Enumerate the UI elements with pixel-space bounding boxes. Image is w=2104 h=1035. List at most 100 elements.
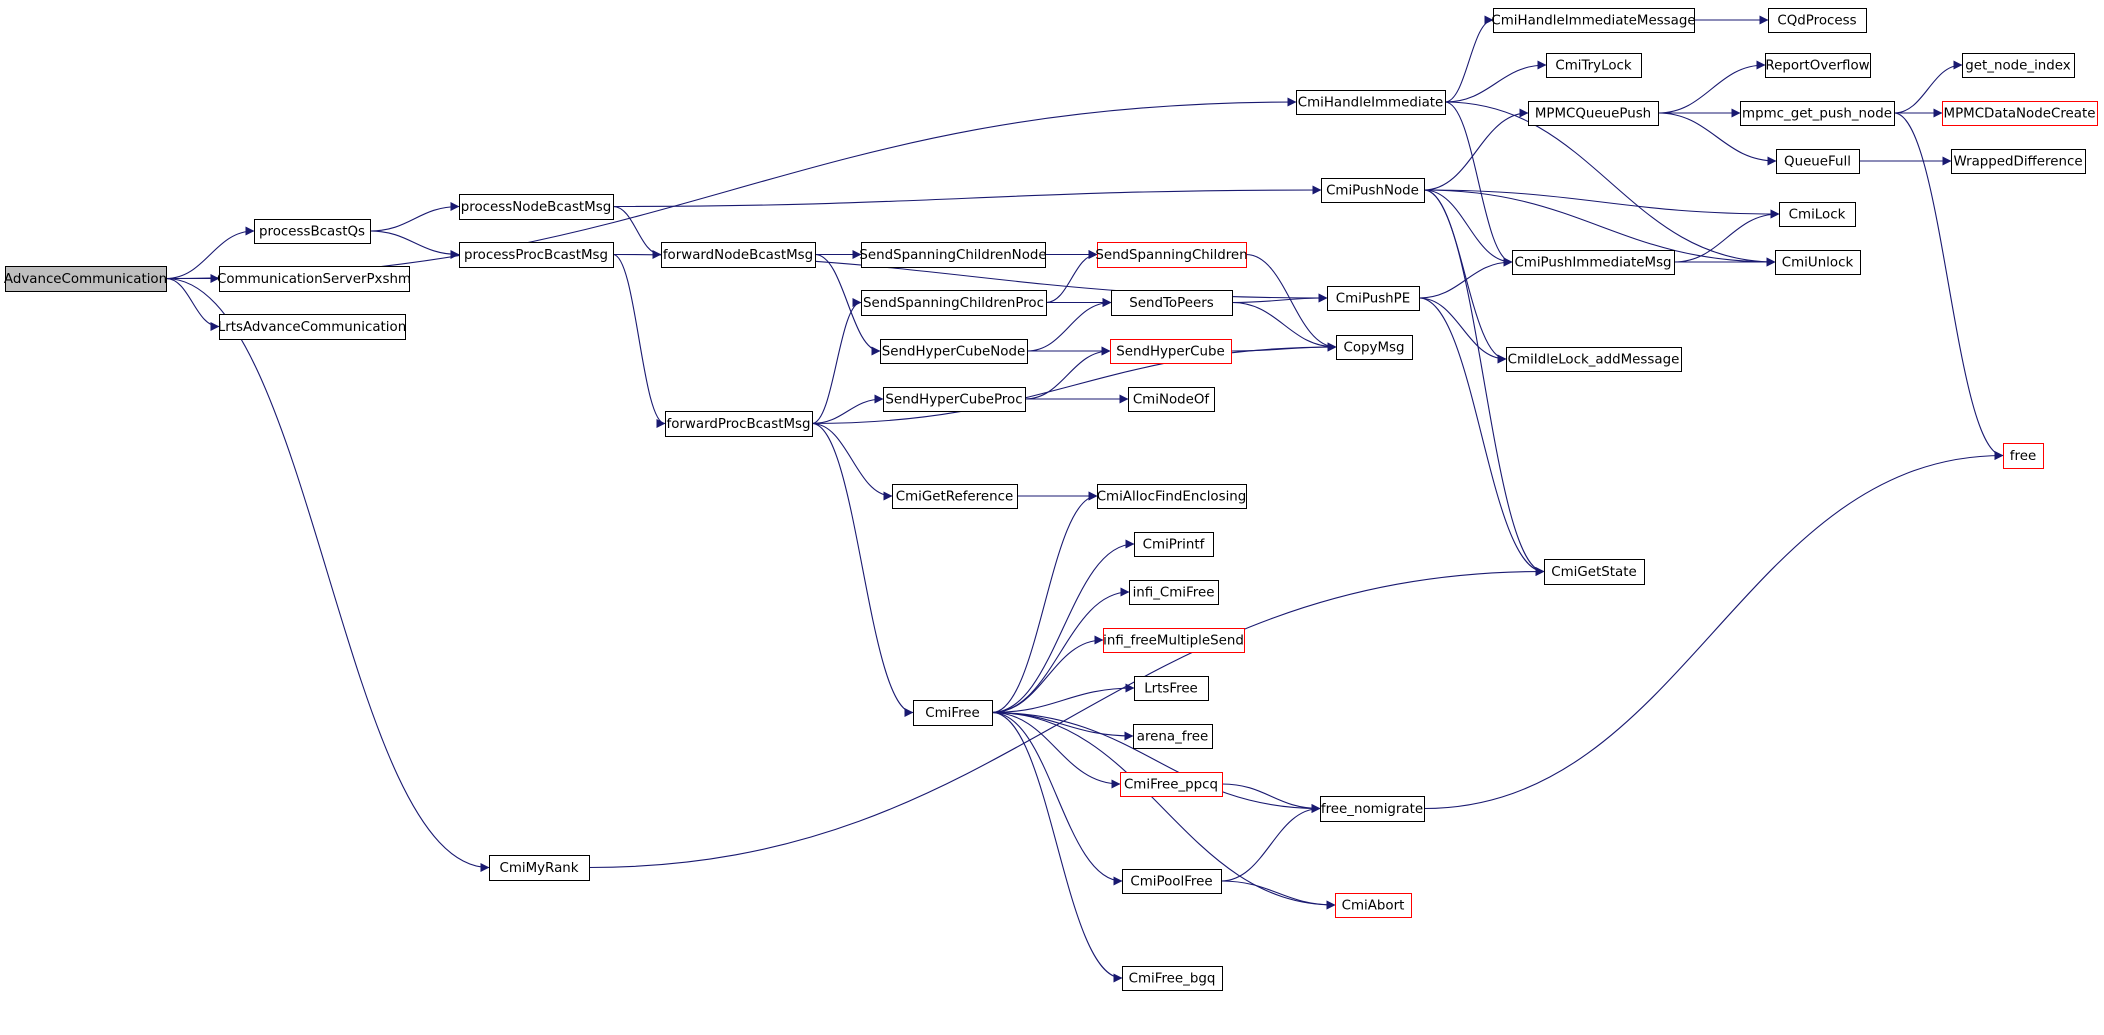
node-box	[1122, 966, 1223, 991]
node-cmi-free-bgq[interactable]: CmiFree_bgq	[1122, 966, 1223, 991]
node-free[interactable]: free	[2003, 443, 2044, 469]
node-box	[880, 339, 1028, 364]
edge-cmi-free-to-cmi-pool-free	[991, 711, 1123, 886]
edge-mpmc-gpn-to-get-node-index	[1893, 60, 1963, 114]
node-box	[219, 266, 410, 292]
node-cmi-pool-free[interactable]: CmiPoolFree	[1122, 869, 1222, 894]
node-label: CmiFree_bgq	[1129, 972, 1216, 987]
node-cmi-try-lock[interactable]: CmiTryLock	[1546, 53, 1642, 78]
node-proc-node[interactable]: processNodeBcastMsg	[459, 194, 614, 220]
node-label: CmiGetState	[1551, 565, 1636, 580]
edge-cmi-pool-free-to-free-nomig	[1220, 804, 1321, 882]
node-cqd-process[interactable]: CQdProcess	[1768, 8, 1867, 33]
node-label: free_nomigrate	[1321, 802, 1423, 817]
node-cmi-abort[interactable]: CmiAbort	[1335, 893, 1412, 918]
node-cmi-node-of[interactable]: CmiNodeOf	[1128, 387, 1215, 412]
node-cmi-printf[interactable]: CmiPrintf	[1134, 532, 1214, 557]
node-ssc-proc[interactable]: SendSpanningChildrenProc	[861, 290, 1047, 316]
node-cmi-get-ref[interactable]: CmiGetReference	[892, 484, 1018, 509]
edge-shc-node-to-send-to-peers	[1026, 298, 1112, 352]
edge-cmi-free-to-cmi-printf	[991, 539, 1135, 714]
node-lrts-free[interactable]: LrtsFree	[1134, 676, 1209, 701]
node-queue-full[interactable]: QueueFull	[1776, 149, 1860, 174]
node-label: CommunicationServerPxshm	[217, 272, 411, 287]
node-box	[1951, 149, 2086, 174]
node-cmi-lock[interactable]: CmiLock	[1779, 202, 1856, 227]
call-edges	[165, 15, 2004, 983]
node-lrts-adv[interactable]: LrtsAdvanceCommunication	[218, 314, 406, 340]
edge-send-span-to-copy-msg	[1245, 253, 1337, 352]
node-label: CmiFree_ppcq	[1124, 778, 1218, 793]
node-box	[1776, 149, 1860, 174]
node-box	[1129, 580, 1219, 605]
node-label: forwardProcBcastMsg	[667, 417, 811, 432]
node-label: SendToPeers	[1129, 296, 1213, 311]
node-cmi-get-state[interactable]: CmiGetState	[1544, 559, 1645, 585]
node-box	[861, 242, 1046, 268]
node-box	[5, 266, 167, 292]
edge-free-nomig-to-free	[1423, 451, 2004, 810]
node-shc-proc[interactable]: SendHyperCubeProc	[883, 387, 1026, 412]
node-mpmc-gpn[interactable]: mpmc_get_push_node	[1740, 101, 1895, 126]
node-box	[1768, 8, 1867, 33]
node-wrapped-diff[interactable]: WrappedDifference	[1951, 149, 2086, 174]
node-box	[1493, 8, 1695, 33]
node-send-to-peers[interactable]: SendToPeers	[1111, 290, 1233, 316]
node-cmi-hi[interactable]: CmiHandleImmediate	[1296, 90, 1446, 115]
node-report-overflow[interactable]: ReportOverflow	[1765, 53, 1871, 78]
node-infi-cmi-free[interactable]: infi_CmiFree	[1129, 580, 1219, 605]
node-cmi-free-ppcq[interactable]: CmiFree_ppcq	[1120, 772, 1223, 797]
node-cmi-push-pe[interactable]: CmiPushPE	[1327, 286, 1420, 311]
node-cmi-alloc-fe[interactable]: CmiAllocFindEnclosing	[1097, 484, 1247, 509]
node-proc-bcast-qs[interactable]: processBcastQs	[254, 219, 371, 244]
node-proc-proc[interactable]: processProcBcastMsg	[459, 242, 614, 268]
node-cmi-him[interactable]: CmiHandleImmediateMessage	[1491, 8, 1696, 33]
node-cmi-pim[interactable]: CmiPushImmediateMsg	[1512, 250, 1675, 275]
node-ssc-node[interactable]: SendSpanningChildrenNode	[859, 242, 1047, 268]
node-label: SendHyperCubeProc	[885, 393, 1022, 408]
node-box	[1962, 53, 2075, 78]
edge-cmi-push-pe-to-cmi-pim	[1418, 257, 1513, 299]
node-label: processProcBcastMsg	[464, 248, 608, 263]
node-shc-node[interactable]: SendHyperCubeNode	[880, 339, 1028, 364]
node-advcomm[interactable]: AdvanceCommunication	[4, 266, 167, 292]
node-mpmc-dnc[interactable]: MPMCDataNodeCreate	[1942, 101, 2098, 126]
node-arena-free[interactable]: arena_free	[1133, 724, 1213, 749]
node-comm-server[interactable]: CommunicationServerPxshm	[217, 266, 411, 292]
node-box	[1740, 101, 1895, 126]
node-fwd-node[interactable]: forwardNodeBcastMsg	[661, 242, 816, 268]
node-label: MPMCDataNodeCreate	[1944, 107, 2096, 122]
edge-send-hc-to-copy-msg	[1230, 342, 1337, 352]
node-label: CmiPushImmediateMsg	[1514, 256, 1671, 271]
node-label: LrtsFree	[1144, 682, 1198, 697]
node-label: LrtsAdvanceCommunication	[218, 320, 406, 335]
node-box	[1336, 335, 1413, 360]
node-box	[1128, 387, 1215, 412]
node-fwd-proc[interactable]: forwardProcBcastMsg	[665, 411, 813, 437]
node-label: forwardNodeBcastMsg	[663, 248, 813, 263]
edge-shc-proc-to-send-hc	[1024, 346, 1111, 400]
node-box	[913, 700, 993, 726]
node-label: processNodeBcastMsg	[461, 200, 611, 215]
node-cmi-push-node[interactable]: CmiPushNode	[1321, 178, 1425, 203]
node-cmi-my-rank[interactable]: CmiMyRank	[489, 855, 590, 881]
edge-cmi-push-pe-to-cmi-get-state	[1418, 297, 1545, 576]
node-copy-msg[interactable]: CopyMsg	[1336, 335, 1413, 360]
node-mpmc-qp[interactable]: MPMCQueuePush	[1528, 101, 1659, 126]
edge-cmi-free-ppcq-to-free-nomig	[1221, 783, 1321, 813]
node-label: ReportOverflow	[1765, 59, 1869, 74]
node-free-nomig[interactable]: free_nomigrate	[1320, 796, 1425, 822]
node-cmi-free[interactable]: CmiFree	[913, 700, 993, 726]
node-label: processBcastQs	[259, 225, 365, 240]
node-send-span[interactable]: SendSpanningChildren	[1095, 242, 1248, 268]
node-infi-fms[interactable]: infi_freeMultipleSend	[1103, 628, 1245, 653]
node-cmi-unlock[interactable]: CmiUnlock	[1775, 250, 1861, 275]
node-get-node-index[interactable]: get_node_index	[1962, 53, 2075, 78]
node-box	[1134, 676, 1209, 701]
node-box	[1775, 250, 1861, 275]
edge-send-to-peers-to-copy-msg	[1231, 301, 1337, 352]
node-box	[1134, 532, 1214, 557]
node-send-hc[interactable]: SendHyperCube	[1110, 339, 1232, 364]
node-box	[1327, 286, 1420, 311]
node-cmi-idle-lock[interactable]: CmiIdleLock_addMessage	[1506, 347, 1682, 372]
